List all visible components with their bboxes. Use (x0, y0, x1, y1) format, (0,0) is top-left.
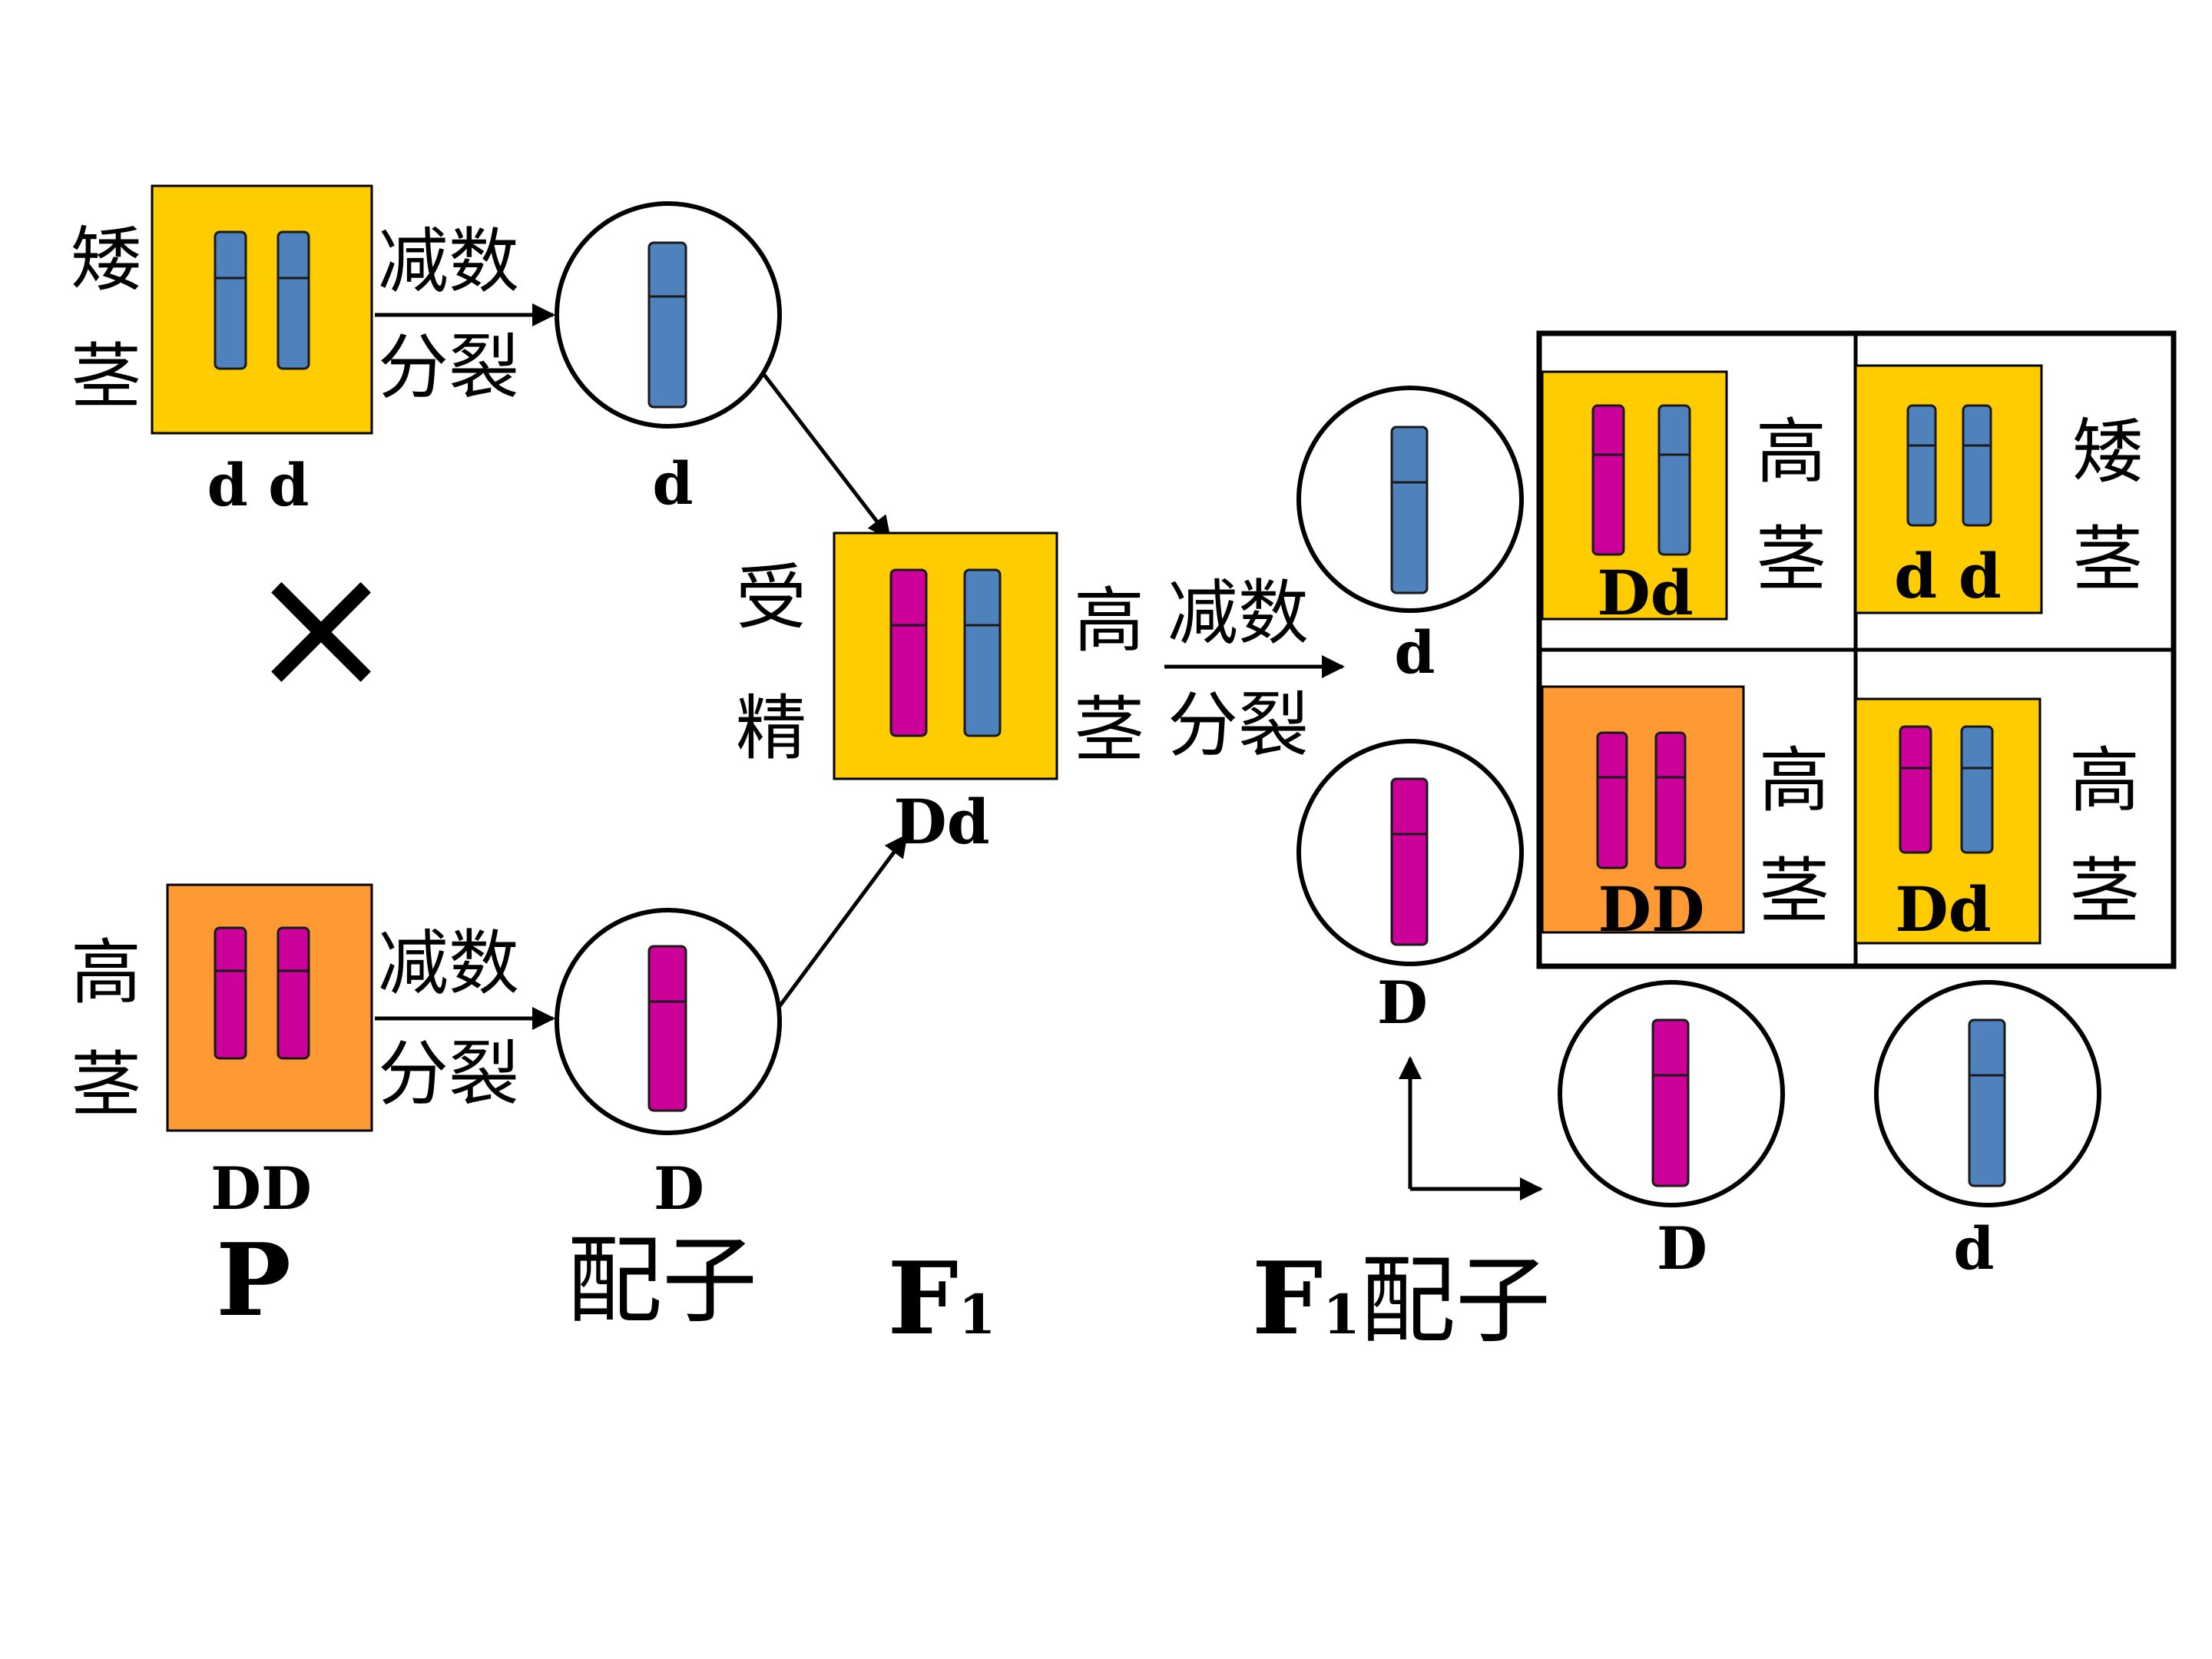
f1-chromosome-D (889, 568, 928, 737)
punnett-cell-4-chromosome-d (1960, 725, 1994, 854)
tall-parent-chromosomes (214, 926, 310, 1060)
punnett-cell-4-trait-char-1: 高 (2069, 740, 2140, 822)
punnett-cell-1-chromosome-D (1591, 404, 1625, 556)
punnett-cell-1-trait-char-1: 高 (1756, 411, 1826, 493)
punnett-cell-4-genotype: Dd (1895, 873, 1991, 945)
f1-trait-char-2: 茎 (1074, 689, 1144, 771)
punnett-cell-2-trait-char-1: 矮 (2072, 411, 2143, 493)
tall-parent-cell (166, 883, 373, 1132)
punnett-cell-2-chromosome-d1 (1906, 404, 1937, 527)
f1-genotype: Dd (893, 786, 989, 858)
f1-gamete-left-d-label: d (1394, 618, 1435, 687)
punnett-cell-3: DD 高 茎 (1541, 685, 1830, 945)
punnett-square: Dd 高 茎 d d 矮 茎 DD 高 茎 (1536, 330, 2177, 969)
tall-gamete-label: D (654, 1154, 704, 1223)
stage-label-p: P (216, 1221, 291, 1339)
fertilization-char-1: 受 (736, 557, 806, 639)
punnett-cell-3-trait-char-1: 高 (1759, 740, 1830, 822)
f1-gamete-left-d-chromosome (1390, 426, 1429, 594)
f1-gamete-bottom-D-chromosome (1651, 1018, 1690, 1187)
dwarf-gamete-chromosome (647, 241, 687, 409)
meiosis-label-bottom-1: 分裂 (378, 326, 519, 409)
f1-gamete-left-D-label: D (1377, 969, 1428, 1037)
f1-gamete-bottom-D-label: D (1657, 1214, 1707, 1283)
tall-chromosome-1 (214, 926, 247, 1060)
meiosis-label-bottom-2: 分裂 (378, 1033, 519, 1115)
meiosis-label-top-3: 减数 (1167, 572, 1309, 654)
punnett-cell-3-genotype: DD (1598, 873, 1705, 945)
fertilization-arrow-top (763, 373, 891, 540)
meiosis-label-top-2: 减数 (378, 922, 519, 1005)
punnett-cell-4-chromosome-D (1899, 725, 1932, 854)
punnett-cell-2: d d 矮 茎 (1854, 364, 2143, 614)
dwarf-trait-char-1: 矮 (71, 219, 141, 301)
fertilization-char-2: 精 (736, 687, 806, 770)
punnett-cell-4-trait-char-2: 茎 (2069, 850, 2140, 932)
dwarf-chromosome-1 (214, 230, 247, 370)
f1-gamete-bottom-d-chromosome (1968, 1018, 2006, 1187)
punnett-cell-1-trait-char-2: 茎 (1756, 518, 1826, 601)
dwarf-parent-cell (151, 184, 373, 435)
f1-chromosomes (889, 568, 1002, 737)
stage-label-f1: F1 (887, 1240, 995, 1357)
f1-cell (833, 531, 1058, 780)
dwarf-genotype: d d (207, 451, 310, 519)
dwarf-gamete-label: d (652, 449, 693, 518)
dwarf-trait-char-2: 茎 (71, 336, 141, 418)
tall-trait-char-2: 茎 (71, 1044, 141, 1126)
punnett-cell-1-genotype: Dd (1597, 557, 1693, 629)
tall-genotype: DD (210, 1154, 312, 1223)
punnett-cell-2-trait-char-2: 茎 (2072, 518, 2143, 601)
f1-chromosome-d (963, 568, 1002, 737)
punnett-cell-2-chromosome-d2 (1962, 404, 1992, 527)
meiosis-label-bottom-3: 分裂 (1167, 684, 1309, 767)
dwarf-chromosome-2 (276, 230, 310, 370)
f1-gamete-bottom-d-label: d (1953, 1214, 1994, 1283)
tall-trait-char-1: 高 (71, 932, 141, 1014)
punnett-cell-2-genotype: d d (1894, 540, 2002, 612)
punnett-cell-3-chromosome-D2 (1654, 731, 1687, 869)
tall-gamete-chromosome (647, 945, 687, 1112)
punnett-cell-1: Dd 高 茎 (1541, 370, 1826, 629)
punnett-cell-3-trait-char-2: 茎 (1759, 850, 1830, 932)
dwarf-parent-chromosomes (214, 230, 310, 370)
fertilization-arrow-bottom (777, 833, 909, 1008)
stage-label-f1-gamete: F1配子 (1252, 1240, 1551, 1357)
punnett-cell-1-chromosome-d (1657, 404, 1691, 556)
punnett-cell-3-chromosome-D1 (1596, 731, 1628, 869)
punnett-cell-4: Dd 高 茎 (1854, 697, 2140, 945)
cross-symbol: × (247, 525, 396, 730)
tall-chromosome-2 (276, 926, 310, 1060)
meiosis-label-top-1: 减数 (378, 220, 519, 303)
f1-trait-char-1: 高 (1074, 580, 1144, 662)
stage-label-gamete: 配子 (567, 1226, 757, 1336)
f1-gamete-left-D-chromosome (1390, 777, 1429, 946)
